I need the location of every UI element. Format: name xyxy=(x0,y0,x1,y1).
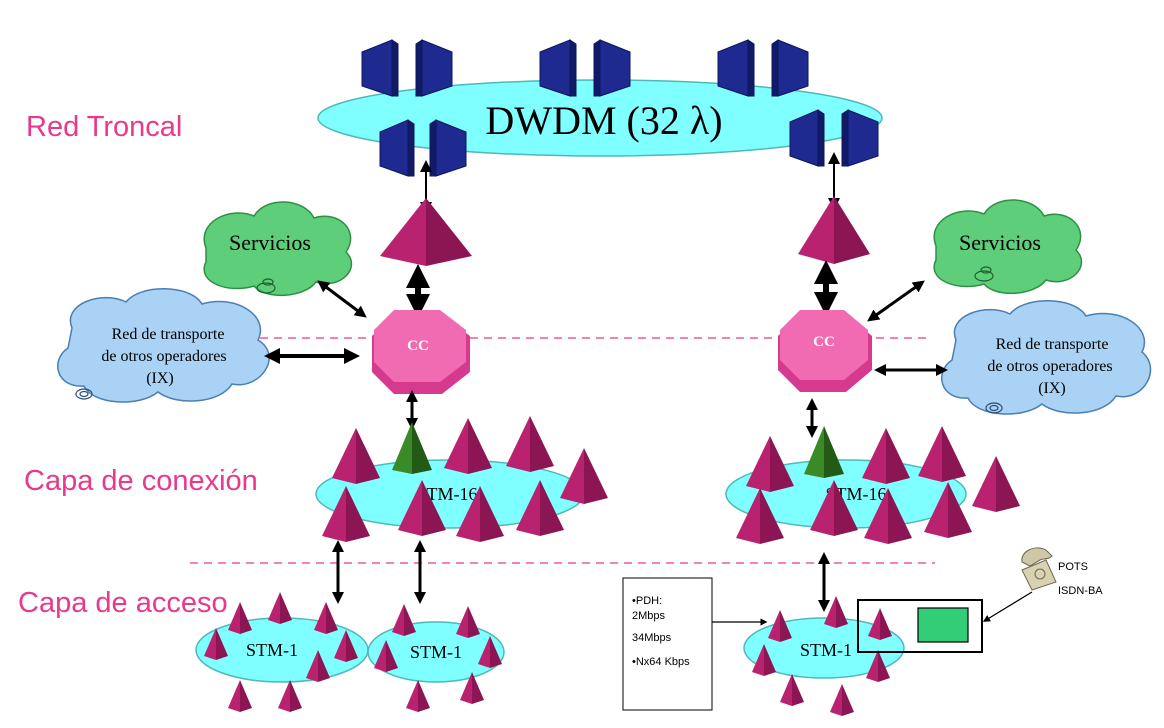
layer-label-access: Capa de acceso xyxy=(18,587,228,619)
pdh-interfaces-box: •PDH: 2Mbps 34Mbps •Nx64 Kbps xyxy=(622,577,713,711)
services-label-right: Servicios xyxy=(959,230,1041,255)
stm1-label-right: STM-1 xyxy=(800,640,852,660)
pots-label: POTS xyxy=(1058,561,1088,573)
services-label: Servicios xyxy=(229,230,311,255)
other-operators-line1-right: Red de transporte xyxy=(996,336,1109,353)
dwdm-label: DWDM (32 λ) xyxy=(485,98,722,143)
other-operators-line3: (IX) xyxy=(146,370,174,387)
pdh-line3: 34Mbps xyxy=(632,632,672,644)
dwdm-ring: DWDM (32 λ) xyxy=(317,39,883,177)
cross-connect-right: CC xyxy=(778,310,872,392)
stm1-ring-right: STM-1 xyxy=(743,596,905,716)
services-link-arrow-right xyxy=(867,280,925,322)
stm1-label-1: STM-1 xyxy=(246,640,298,660)
pdh-line1: •PDH: xyxy=(632,595,662,607)
gateway-node-right xyxy=(804,426,844,478)
phone-link-arrow xyxy=(982,591,1033,622)
cc-label-right: CC xyxy=(813,334,835,350)
other-operators-cloud-left: Red de transporte de otros operadores (I… xyxy=(57,288,270,403)
other-operators-line2-right: de otros operadores xyxy=(987,358,1112,375)
right-column: CC Servicios Red de transporte de otros … xyxy=(622,152,1152,716)
services-cloud-left: Servicios xyxy=(203,201,353,297)
other-operators-line1: Red de transporte xyxy=(112,326,225,343)
telephone-icon xyxy=(1021,547,1057,591)
pdh-line4: •Nx64 Kbps xyxy=(632,656,690,668)
left-column: CC Servicios Red de transporte de otros … xyxy=(57,160,608,712)
other-operators-line2: de otros operadores xyxy=(101,348,226,365)
dwdm-multiplexer-blocks xyxy=(361,39,879,177)
access-terminal xyxy=(857,599,983,653)
other-operators-line3-right: (IX) xyxy=(1038,380,1066,397)
backbone-node-left xyxy=(380,198,472,266)
layer-label-backbone: Red Troncal xyxy=(26,111,182,143)
isdn-label: ISDN-BA xyxy=(1058,585,1103,597)
stm16-right-nodes xyxy=(736,426,1020,544)
stm16-label: STM-16 xyxy=(416,484,477,504)
gateway-node-left xyxy=(392,422,432,474)
stm1-ring-1: STM-1 xyxy=(195,592,369,712)
cc-label: CC xyxy=(407,338,429,354)
stm1-ring-2: STM-1 xyxy=(367,604,505,712)
stm16-ring-left: STM-16 xyxy=(315,459,585,529)
layer-label-connection: Capa de conexión xyxy=(24,465,258,497)
backbone-node-right xyxy=(798,196,870,264)
cross-connect-left: CC xyxy=(372,310,470,394)
pdh-line2: 2Mbps xyxy=(632,610,666,622)
stm1-label-2: STM-1 xyxy=(410,642,462,662)
services-cloud-right: Servicios xyxy=(933,199,1083,295)
services-link-arrow xyxy=(317,280,367,318)
terminal-screen xyxy=(917,607,969,643)
other-operators-cloud-right: Red de transporte de otros operadores (I… xyxy=(941,300,1152,415)
stm16-left-nodes xyxy=(322,416,608,542)
